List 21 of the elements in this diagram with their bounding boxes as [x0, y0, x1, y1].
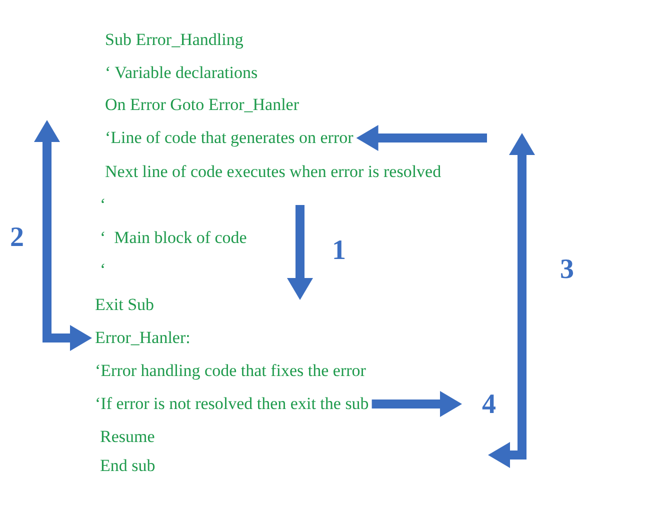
code-line: ‘: [100, 194, 106, 216]
code-line: End sub: [100, 455, 156, 477]
arrow: [34, 120, 92, 351]
step-number: 1: [332, 236, 346, 266]
step-number: 3: [560, 255, 574, 285]
code-line: ‘Error handling code that fixes the error: [95, 360, 366, 382]
step-number: 2: [10, 223, 24, 253]
code-line: ‘ Main block of code: [100, 227, 247, 249]
code-line: On Error Goto Error_Hanler: [105, 94, 300, 116]
code-line: Error_Hanler:: [95, 327, 190, 349]
code-line: Next line of code executes when error is resolved: [105, 161, 442, 183]
step-number: 4: [482, 390, 496, 420]
arrow: [356, 125, 487, 151]
code-line: ‘If error is not resolved then exit the sub: [95, 393, 369, 415]
code-line: Exit Sub: [95, 294, 154, 316]
code-line: ‘: [100, 259, 106, 281]
code-line: Resume: [100, 426, 155, 448]
arrow: [372, 391, 462, 417]
code-line: Sub Error_Handling: [105, 29, 244, 51]
code-line: ‘Line of code that generates on error: [105, 127, 354, 149]
code-line: ‘ Variable declarations: [105, 62, 258, 84]
